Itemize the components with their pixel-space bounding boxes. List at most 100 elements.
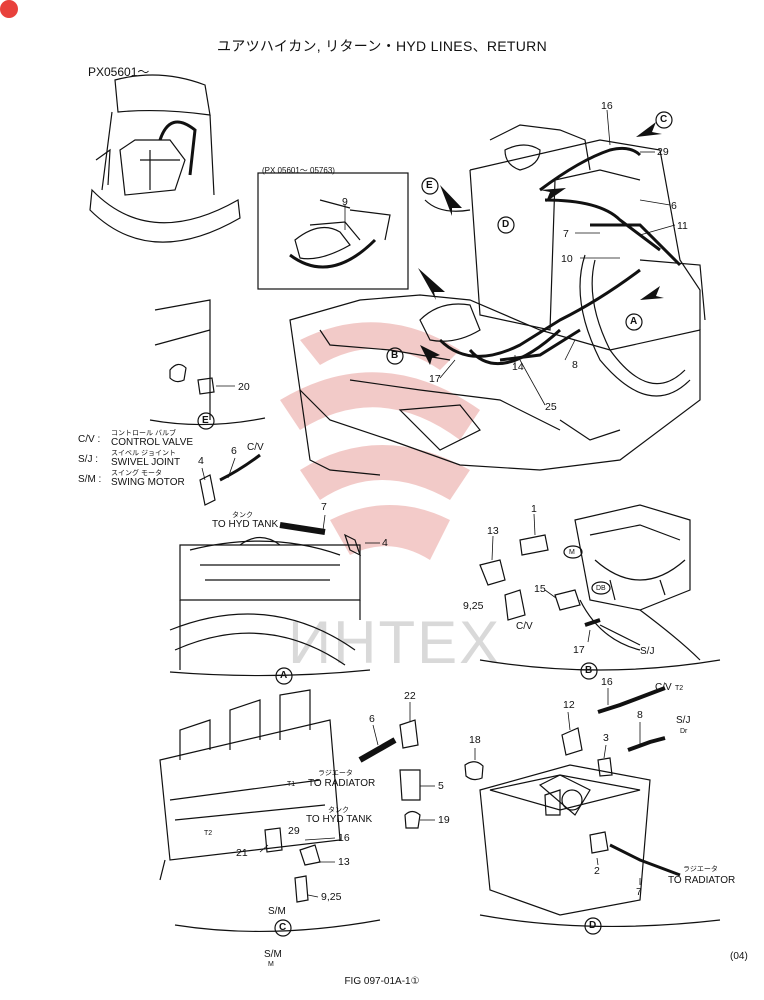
legend-jp-sj: スイベル ジョイント <box>111 450 176 457</box>
legend-code-sj: S/J : <box>78 454 99 465</box>
callout-29: 29 <box>657 146 669 158</box>
callout-c-16: 16 <box>338 832 350 844</box>
callout-10: 10 <box>561 253 573 265</box>
callout-d-t2: T2 <box>675 685 684 692</box>
callout-7: 7 <box>563 228 569 240</box>
callout-b-17: 17 <box>573 644 585 656</box>
callout-d-8: 8 <box>637 709 643 721</box>
view-circles <box>386 111 673 365</box>
callout-b-925: 9,25 <box>463 600 484 612</box>
callout-a-4b: 4 <box>382 537 388 549</box>
callout-c-22: 22 <box>404 690 416 702</box>
view-letter-d: D <box>589 920 597 931</box>
callout-d-3: 3 <box>603 732 609 744</box>
radiator-label-en-c: TO RADIATOR <box>308 778 376 789</box>
main-frame <box>289 124 706 476</box>
legend-en-sj: SWIVEL JOINT <box>111 457 181 468</box>
callout-d-cv: C/V <box>655 682 672 693</box>
radiator-label-jp-d: ラジエータ <box>683 866 718 873</box>
callout-a-4: 4 <box>198 455 204 467</box>
view-letter-b-main: B <box>391 350 399 361</box>
callout-a-cv: C/V <box>247 442 264 453</box>
diagram-title: ユアツハイカン, リターン・HYD LINES、RETURN <box>216 38 548 54</box>
callout-c-sm: S/M <box>268 906 286 917</box>
inset-detail-box <box>257 172 409 290</box>
view-letter-a: A <box>280 670 288 681</box>
legend-code-cv: C/V : <box>78 434 101 445</box>
view-letter-e-main: E <box>426 180 433 191</box>
legend-code-sm: S/M : <box>78 474 102 485</box>
callout-b-1: 1 <box>531 503 537 515</box>
serial-range: PX05601～ <box>88 65 150 79</box>
callout-d-18: 18 <box>469 734 481 746</box>
callout-17: 17 <box>429 373 441 385</box>
callout-c-925: 9,25 <box>321 891 342 903</box>
view-d <box>464 686 721 935</box>
tank-label-jp-c: タンク <box>328 807 349 814</box>
tank-label-jp-a: タンク <box>232 512 253 519</box>
inset-range-label: (PX 05601～ 05763) <box>262 166 335 175</box>
view-b <box>479 504 721 680</box>
legend-jp-cv: コントロール バルブ <box>111 430 176 437</box>
view-c <box>159 689 435 937</box>
leaders-main <box>344 109 676 406</box>
corner-badge <box>0 0 18 18</box>
callout-14: 14 <box>512 361 524 373</box>
tank-label-en-c: TO HYD TANK <box>306 814 373 825</box>
tank-label-en-a: TO HYD TANK <box>212 519 279 530</box>
radiator-label-jp-c: ラジエータ <box>318 770 353 777</box>
callout-9: 9 <box>342 196 348 208</box>
view-letter-a-main: A <box>630 316 638 327</box>
callout-b-m: M <box>569 549 575 556</box>
legend-en-sm: SWING MOTOR <box>111 477 185 488</box>
callout-11: 11 <box>677 220 688 232</box>
callout-d-2: 2 <box>594 865 600 877</box>
callout-d-sj: S/J <box>676 715 691 726</box>
view-e <box>149 299 266 430</box>
callout-b-13: 13 <box>487 525 499 537</box>
callout-c-13: 13 <box>338 856 350 868</box>
inset-valve <box>289 199 391 269</box>
callout-b-db: DB <box>596 585 606 592</box>
view-a <box>169 453 380 685</box>
radiator-label-en-d: TO RADIATOR <box>668 875 736 886</box>
main-hoses <box>424 146 682 366</box>
callout-20: 20 <box>238 381 250 393</box>
bottom-sm-label: S/M <box>264 949 282 960</box>
view-arrows <box>418 122 664 365</box>
watermark-logo <box>280 322 480 560</box>
callout-c-29: 29 <box>288 825 300 837</box>
callout-c-t2: T2 <box>204 830 213 837</box>
callout-a-6: 6 <box>231 445 237 457</box>
callout-8: 8 <box>572 359 578 371</box>
view-letter-c: C <box>279 922 287 933</box>
callout-a-7: 7 <box>321 501 327 513</box>
bottom-sm-m: M <box>268 961 274 968</box>
page-code: (04) <box>730 951 748 962</box>
callout-d-7: 7 <box>636 886 642 898</box>
legend-jp-sm: スイング モータ <box>111 470 162 477</box>
callout-d-16: 16 <box>601 676 613 688</box>
watermark-text: ИНТЕХ <box>288 609 502 676</box>
callout-c-t1: T1 <box>287 781 296 788</box>
callout-c-19: 19 <box>438 814 450 826</box>
callout-6: 6 <box>671 200 677 212</box>
callout-16: 16 <box>601 100 613 112</box>
callout-d-dr: Dr <box>680 728 688 735</box>
view-letter-e: E <box>202 415 209 426</box>
callout-c-6: 6 <box>369 713 375 725</box>
view-letter-d-main: D <box>502 219 510 230</box>
figure-reference: FIG 097-01A-1① <box>344 976 420 987</box>
legend-en-cv: CONTROL VALVE <box>111 437 194 448</box>
callout-b-sj: S/J <box>640 646 655 657</box>
callout-d-12: 12 <box>563 699 575 711</box>
view-letter-b: B <box>585 665 593 676</box>
callout-c-21: 21 <box>236 847 248 859</box>
callout-25: 25 <box>545 401 557 413</box>
callout-b-15: 15 <box>534 583 546 595</box>
view-letter-c-main: C <box>660 114 668 125</box>
excavator-thumbnail <box>89 74 241 243</box>
callout-b-cv: C/V <box>516 621 533 632</box>
callout-c-5: 5 <box>438 780 444 792</box>
